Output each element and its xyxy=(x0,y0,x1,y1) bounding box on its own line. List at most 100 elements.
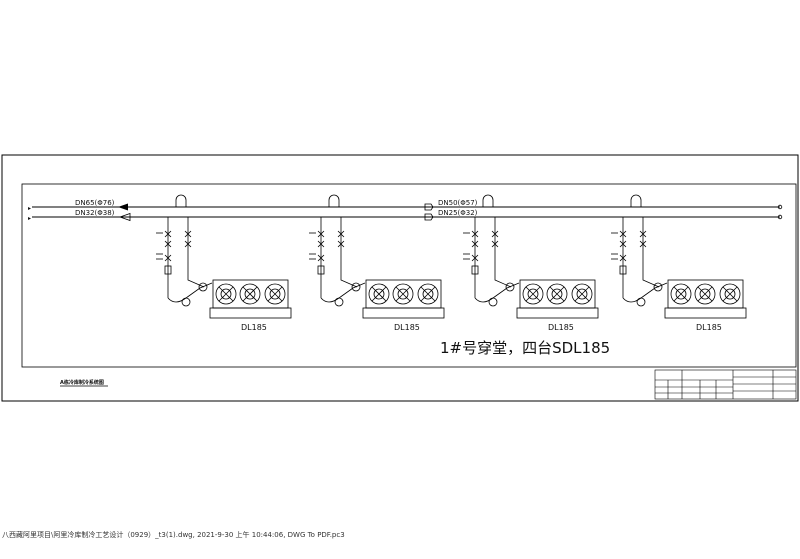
fan-blades xyxy=(218,286,234,302)
cooler-unit-group xyxy=(463,194,599,319)
filter-drier xyxy=(317,265,325,275)
fan-hub xyxy=(675,288,687,300)
connection-pipe xyxy=(642,262,660,288)
cooler-base xyxy=(209,307,292,319)
cooler-model-label: DL185 xyxy=(696,323,722,332)
solenoid-valve xyxy=(636,297,646,307)
pipe-label-bottom-left: DN32(Φ38) xyxy=(75,209,115,217)
expansion-valve xyxy=(653,282,663,292)
cooler-base xyxy=(516,307,599,319)
fan-guard xyxy=(719,283,741,305)
valve xyxy=(471,240,479,248)
reducer-bottom xyxy=(424,213,434,221)
solenoid-valve xyxy=(334,297,344,307)
inner-frame xyxy=(21,183,797,368)
fan-blades xyxy=(267,286,283,302)
valve xyxy=(164,254,172,262)
connection-pipe xyxy=(187,262,205,288)
valve xyxy=(491,230,499,238)
valve xyxy=(337,240,345,248)
valve xyxy=(164,230,172,238)
pipe-end-marker-top: ▸ xyxy=(28,205,31,212)
filter-drier xyxy=(471,265,479,275)
expansion-loop xyxy=(328,194,340,207)
expansion-valve xyxy=(505,282,515,292)
fan-guard xyxy=(368,283,390,305)
fan-guard xyxy=(670,283,692,305)
fan-guard xyxy=(546,283,568,305)
expansion-loop xyxy=(482,194,494,207)
valve xyxy=(619,254,627,262)
connection-pipe xyxy=(622,282,668,303)
cooler-units: DL185 DL185 DL185 DL185 xyxy=(156,194,747,332)
cooler-model-label: DL185 xyxy=(241,323,267,332)
fan-hub xyxy=(724,288,736,300)
fan-guard xyxy=(694,283,716,305)
connection-pipe xyxy=(340,262,358,288)
connection-pipe xyxy=(474,282,520,303)
valve xyxy=(164,240,172,248)
expansion-loop xyxy=(175,194,187,207)
fan-guard xyxy=(239,283,261,305)
fan-hub xyxy=(551,288,563,300)
filter-drier xyxy=(164,265,172,275)
fan-blades xyxy=(697,286,713,302)
valve xyxy=(639,230,647,238)
fan-hub xyxy=(422,288,434,300)
cooler-unit-group xyxy=(156,194,292,319)
valve xyxy=(317,230,325,238)
valve xyxy=(317,254,325,262)
pipe-end-cap-bottom xyxy=(777,214,783,220)
drawing-title: A栋冷库制冷系统图 xyxy=(60,379,104,386)
fan-hub xyxy=(576,288,588,300)
flow-arrow-top xyxy=(118,203,128,211)
expansion-valve xyxy=(198,282,208,292)
solenoid-valve xyxy=(488,297,498,307)
connection-pipe xyxy=(494,262,512,288)
cooler-unit-group xyxy=(309,194,445,319)
plot-file-footer: 八西藏阿里项目\阿里冷库制冷工艺设计（0929）_t3(1).dwg, 2021… xyxy=(2,531,345,539)
fan-guard xyxy=(392,283,414,305)
fan-hub xyxy=(269,288,281,300)
valve xyxy=(491,240,499,248)
solenoid-valve xyxy=(181,297,191,307)
reducer-top xyxy=(424,203,434,211)
expansion-loop xyxy=(630,194,642,207)
fan-blades xyxy=(371,286,387,302)
cooler-unit-group xyxy=(611,194,747,319)
fan-blades xyxy=(242,286,258,302)
pipe-end-cap-top xyxy=(777,204,783,210)
valve xyxy=(639,240,647,248)
valve xyxy=(471,254,479,262)
cooler-model-label: DL185 xyxy=(394,323,420,332)
cooler-model-label: DL185 xyxy=(548,323,574,332)
fan-hub xyxy=(244,288,256,300)
valve xyxy=(619,240,627,248)
valve xyxy=(317,240,325,248)
system-caption: 1#号穿堂，四台SDL185 xyxy=(440,339,610,357)
outer-frame xyxy=(1,154,799,402)
pipe-label-top-mid: DN50(Φ57) xyxy=(438,199,478,207)
connection-pipe xyxy=(320,282,366,303)
valve xyxy=(337,230,345,238)
pipe-end-marker-bottom: ▸ xyxy=(28,215,31,222)
fan-blades xyxy=(525,286,541,302)
fan-hub xyxy=(397,288,409,300)
fan-guard xyxy=(264,283,286,305)
valve xyxy=(184,240,192,248)
expansion-valve xyxy=(351,282,361,292)
fan-blades xyxy=(574,286,590,302)
pipe-label-top-left: DN65(Φ76) xyxy=(75,199,115,207)
connection-pipe xyxy=(167,282,213,303)
valve xyxy=(619,230,627,238)
flow-arrow-bottom xyxy=(118,212,131,222)
fan-blades xyxy=(722,286,738,302)
fan-guard xyxy=(417,283,439,305)
fan-hub xyxy=(699,288,711,300)
title-block xyxy=(654,369,797,400)
fan-blades xyxy=(420,286,436,302)
valve xyxy=(471,230,479,238)
fan-hub xyxy=(220,288,232,300)
fan-blades xyxy=(549,286,565,302)
